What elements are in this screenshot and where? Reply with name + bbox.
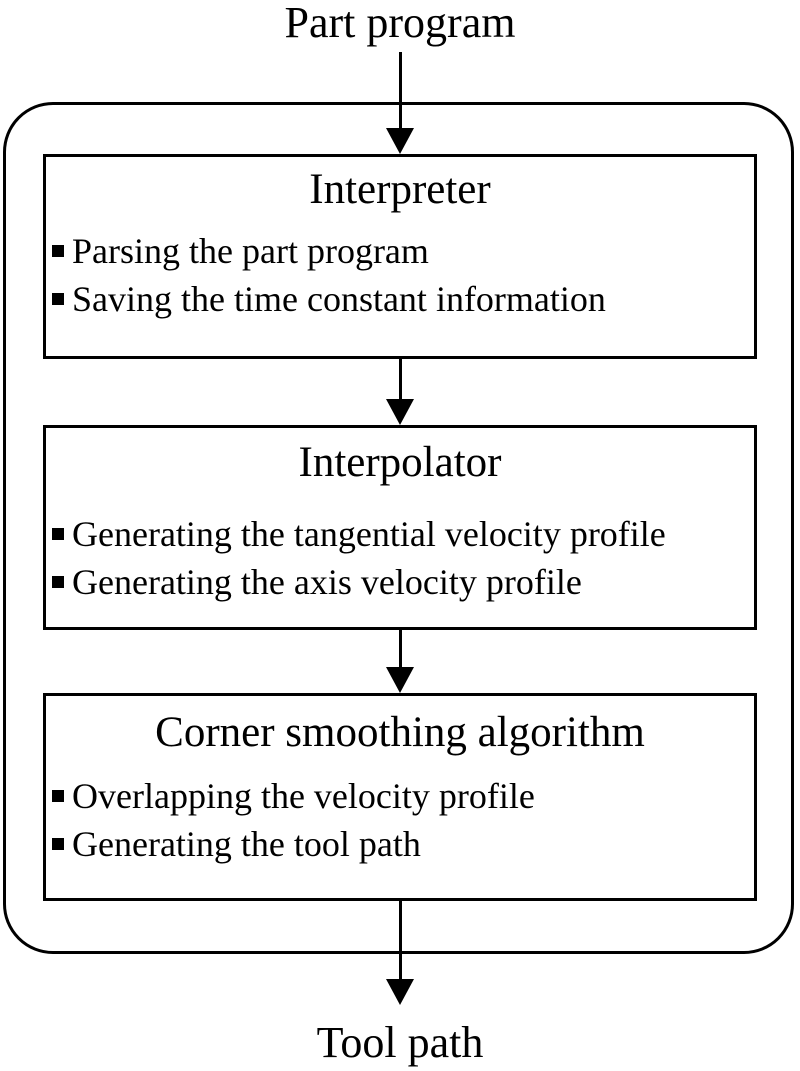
arrow-shaft xyxy=(398,901,402,979)
corner-smoothing-box-title: Corner smoothing algorithm xyxy=(155,709,645,756)
part-program-label: Part program xyxy=(284,0,516,47)
tool-path-label: Tool path xyxy=(316,1018,484,1067)
arrow-shaft xyxy=(398,630,402,667)
bullet-square-icon xyxy=(52,576,64,588)
bullet-square-icon xyxy=(52,790,64,802)
arrow-head-icon xyxy=(386,667,414,693)
arrow-head-icon xyxy=(386,979,414,1005)
interpolator-bullet-list: Generating the tangential velocity profi… xyxy=(46,510,754,606)
arrow-interpolator-to-corner-smoothing xyxy=(386,630,414,693)
bullet-item: Generating the axis velocity profile xyxy=(52,558,754,606)
arrow-corner-smoothing-to-tool-path xyxy=(386,901,414,1005)
bullet-square-icon xyxy=(52,838,64,850)
bullet-item: Saving the time constant information xyxy=(52,275,754,323)
bullet-text: Overlapping the velocity profile xyxy=(72,776,535,816)
bullet-square-icon xyxy=(52,528,64,540)
bullet-text: Generating the tool path xyxy=(72,824,421,864)
arrow-part-program-to-interpreter xyxy=(386,52,414,154)
bullet-square-icon xyxy=(52,245,64,257)
bullet-text: Parsing the part program xyxy=(72,231,429,271)
interpreter-box: Interpreter Parsing the part program Sav… xyxy=(43,154,757,359)
interpreter-bullet-list: Parsing the part program Saving the time… xyxy=(46,227,754,323)
bullet-text: Generating the axis velocity profile xyxy=(72,562,582,602)
bullet-item: Generating the tangential velocity profi… xyxy=(52,510,754,558)
arrow-head-icon xyxy=(386,128,414,154)
arrow-shaft xyxy=(398,52,402,128)
interpolator-box-title: Interpolator xyxy=(298,439,502,486)
arrow-head-icon xyxy=(386,399,414,425)
interpreter-box-title: Interpreter xyxy=(309,166,491,213)
bullet-text: Saving the time constant information xyxy=(72,279,606,319)
bullet-item: Overlapping the velocity profile xyxy=(52,772,754,820)
corner-smoothing-box: Corner smoothing algorithm Overlapping t… xyxy=(43,693,757,901)
corner-smoothing-bullet-list: Overlapping the velocity profile Generat… xyxy=(46,772,754,868)
bullet-item: Generating the tool path xyxy=(52,820,754,868)
bullet-item: Parsing the part program xyxy=(52,227,754,275)
arrow-interpreter-to-interpolator xyxy=(386,359,414,425)
interpolator-box: Interpolator Generating the tangential v… xyxy=(43,425,757,630)
bullet-text: Generating the tangential velocity profi… xyxy=(72,514,666,554)
arrow-shaft xyxy=(398,359,402,399)
bullet-square-icon xyxy=(52,293,64,305)
